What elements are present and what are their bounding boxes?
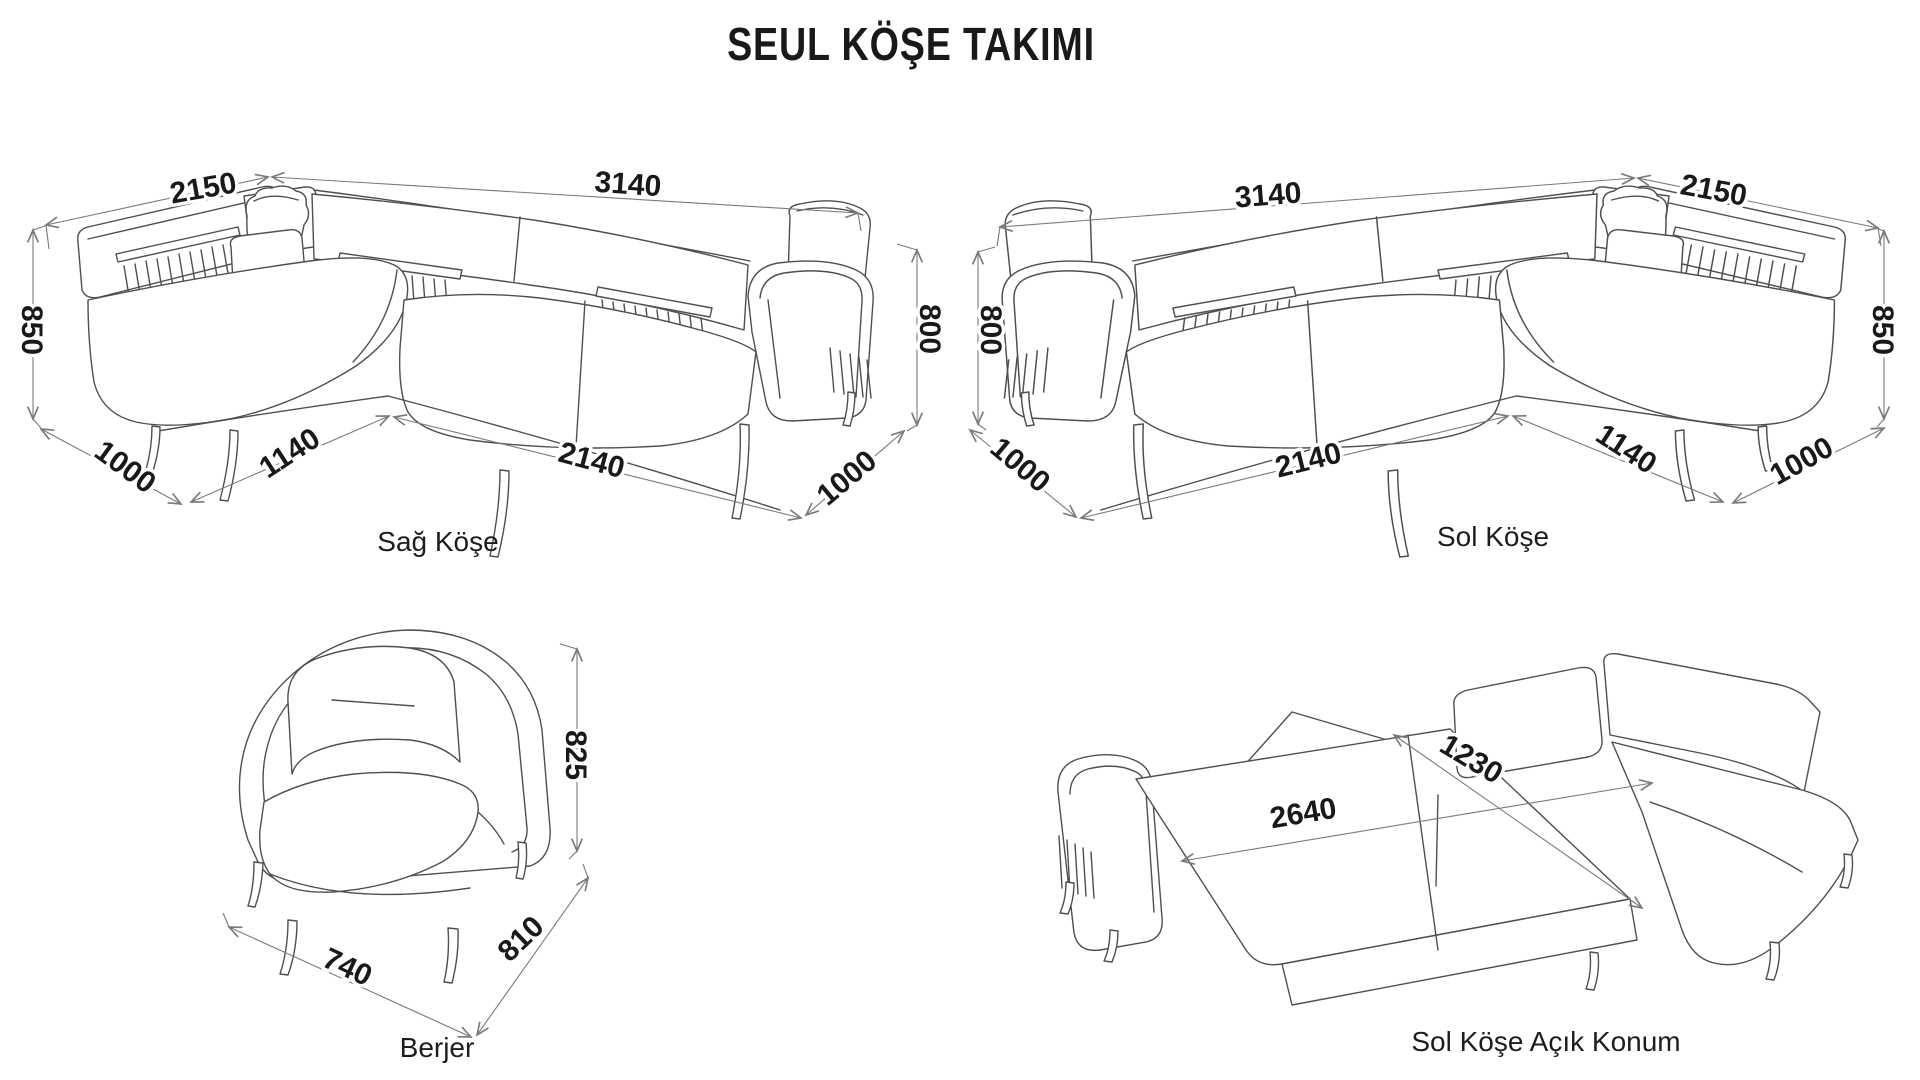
dim-line-back-width [1000,178,1634,227]
dim-line-back-depth [46,177,268,225]
chaise-back-hatch [123,244,230,303]
dim-label-1000-right: 1000 [1765,431,1839,492]
dim-line-back-depth [1638,178,1878,228]
arm-hatch [829,347,872,399]
dim-line-chaise-width [191,416,389,502]
back-stitch-rail-2 [595,286,713,318]
caption-acik-konum: Sol Köşe Açık Konum [1411,1026,1680,1057]
sol-kose-dimension-labels: 3140 2150 800 850 1000 2140 1140 1000 So… [971,165,1903,552]
chaise-seat-seam [1649,801,1803,873]
dim-extension-elbows [222,643,589,928]
leg [219,429,239,502]
dim-line-end-depth [806,431,904,515]
sag-kose-sofa-art [77,185,874,558]
chaise-seat-cushion [87,257,409,426]
dim-label-3140: 3140 [1234,176,1303,214]
dim-line-end-depth [970,430,1076,517]
leg [1059,881,1075,915]
leg [1585,951,1600,991]
dim-line-seat-width [394,417,801,518]
dim-label-1000-left: 1000 [984,431,1056,499]
dim-extension-elbows [32,212,918,432]
sol-kose-sofa-art [1001,185,1847,558]
dim-label-850: 850 [15,305,48,355]
caption-sag-kose: Sağ Köşe [377,526,498,557]
page-title: SEUL KÖŞE TAKIMI [727,18,1095,69]
dim-line-chaise-depth [1733,428,1884,503]
chaise-seat-seam [352,269,398,363]
dim-line-chaise-depth [41,429,181,504]
corner-backrest-right [1603,653,1821,793]
dim-line-bed-width [1394,735,1642,908]
leg [1765,941,1781,981]
berjer-armchair-art [238,629,551,984]
seat-cushion [259,771,479,893]
arm-inner-lines [759,270,863,399]
dim-label-800: 800 [974,305,1007,355]
leg [443,927,459,984]
sag-kose-dimension-lines [33,177,917,518]
caption-sol-kose: Sol Köşe [1437,521,1549,552]
dim-line-back-width [272,177,858,213]
leg [842,391,856,427]
leg [247,861,264,908]
dim-label-1140: 1140 [1590,418,1663,481]
dim-line-seat-width [1081,416,1508,518]
berjer-dimension-lines [222,643,589,1037]
dim-label-740: 740 [318,942,377,993]
seat-front-lines [269,811,505,896]
dim-label-825: 825 [559,730,592,780]
bed-front-face [1281,898,1638,1006]
leg [1103,929,1119,963]
dim-line-width [229,927,471,1037]
dim-label-850: 850 [1866,305,1899,355]
leg [1839,853,1854,889]
left-arm-hatch [1058,835,1095,899]
dim-line-depth [477,878,588,1035]
back-cushion-split [513,216,521,282]
sol-kose-dimension-lines [970,178,1884,518]
chaise-seat [1611,741,1859,966]
back-stitch-line [331,699,415,707]
dim-line-chaise-width [1513,416,1723,502]
leg [279,919,298,976]
acik-konum-dimension-lines [1182,735,1652,908]
dim-label-810: 810 [492,910,551,969]
back-cushion [287,645,461,775]
dim-label-1140: 1140 [254,422,327,485]
caption-berjer: Berjer [400,1032,475,1063]
dim-label-3140: 3140 [593,166,662,204]
acik-konum-sofa-bed-art [1057,653,1859,1006]
dim-extension-elbows [977,226,1885,431]
chaise-back-stitch-rail [115,226,241,263]
dim-label-800: 800 [913,304,946,354]
